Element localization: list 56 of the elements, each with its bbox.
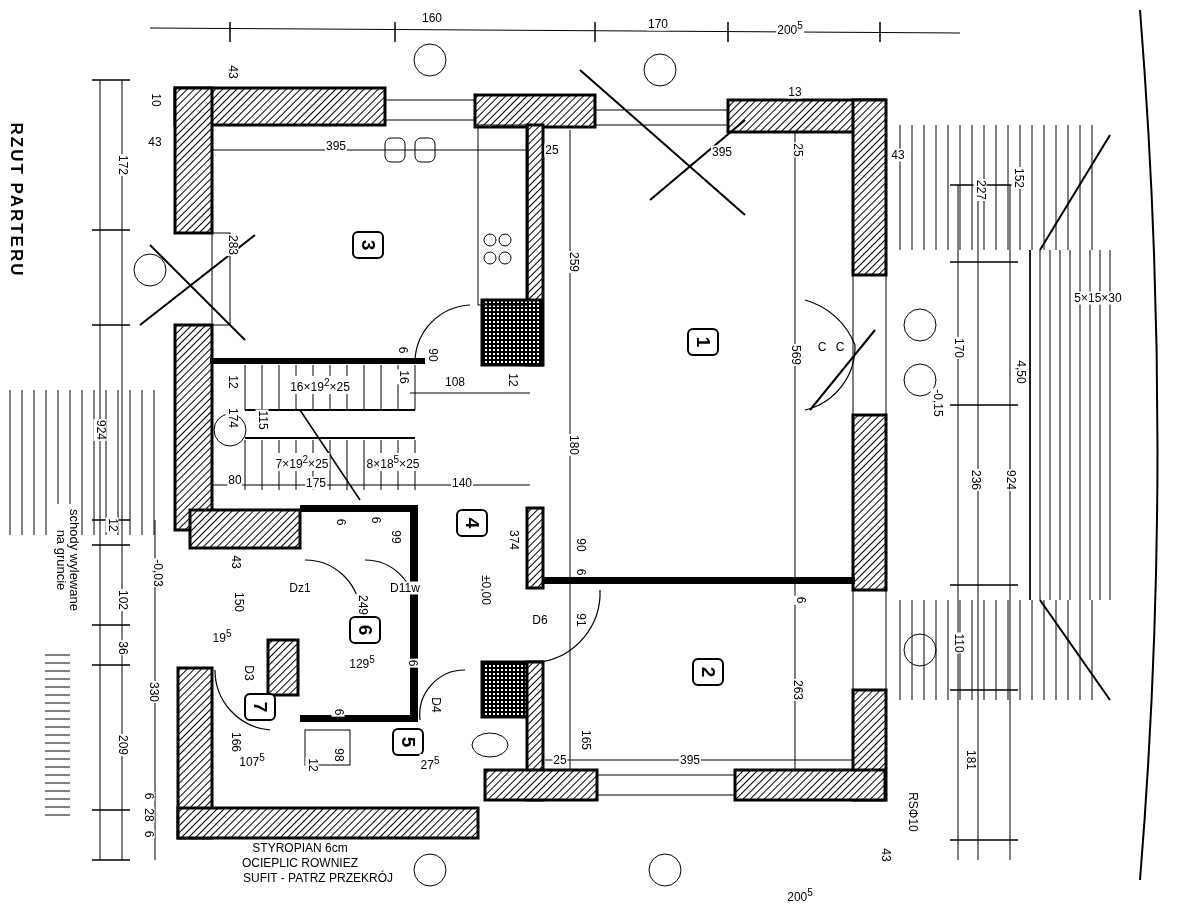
dimension-label: 43	[147, 135, 163, 149]
dimension-label: 174	[225, 407, 239, 429]
dimension-label: 924	[93, 419, 107, 441]
dimension-label: 395	[325, 139, 347, 153]
dimension-label: 6	[331, 707, 345, 717]
dimension-label: 129$^{5}$	[348, 653, 376, 671]
room-number: 4	[456, 509, 488, 537]
dimension-label: 115	[255, 409, 269, 431]
dimension-label: 12	[305, 757, 319, 773]
dimension-label: 259	[566, 251, 580, 273]
dimension-label: 13	[787, 85, 803, 99]
stair-label: 7×19$^{2}$×25	[274, 453, 330, 471]
level-label: -0,15	[930, 388, 944, 418]
note-text: OCIEPLIC ROWNIEZ	[241, 856, 359, 870]
dimension-label: 25	[544, 143, 560, 157]
stair-label: 16×19$^{2}$×25	[289, 376, 351, 394]
note-text: SUFIT - PATRZ PRZEKRÓJ	[242, 871, 394, 885]
door-label: D6	[531, 613, 549, 627]
door-label: D11w	[389, 581, 421, 595]
dimension-label: 108	[444, 375, 466, 389]
note-text: STYROPIAN 6cm	[251, 841, 349, 855]
dimension-label: 80	[227, 473, 243, 487]
dimension-label: 175	[305, 476, 327, 490]
dimension-label: 12	[105, 517, 119, 533]
dimension-label: 4,50	[1013, 359, 1027, 385]
level-label: -0,03	[150, 558, 164, 588]
room-number: 6	[349, 616, 381, 644]
dimension-label: 43	[890, 148, 906, 162]
dimension-label: 395	[711, 145, 733, 159]
room-number: 1	[687, 328, 719, 356]
dimension-label: 227	[973, 179, 987, 201]
dimension-label: 160	[421, 11, 443, 25]
dimension-label: 6	[793, 595, 807, 605]
dimension-label: 283	[225, 234, 239, 256]
dimension-label: 152	[1011, 167, 1025, 189]
dimension-label: 200$^{5}$	[776, 19, 804, 37]
dimension-label: 395	[679, 753, 701, 767]
dimension-label: 19$^{5}$	[211, 627, 233, 645]
room-number: 2	[692, 658, 724, 686]
door-label: C	[834, 340, 846, 354]
door-label: C	[816, 340, 828, 354]
room-number: 7	[244, 693, 276, 721]
dimension-label: 170	[647, 17, 669, 31]
dimension-label: 25	[552, 753, 568, 767]
dimension-label: 27$^{5}$	[419, 754, 441, 772]
dimension-label: 249	[355, 594, 369, 616]
dimension-label: 200$^{5}$	[786, 886, 814, 904]
room-number: 3	[352, 231, 384, 259]
dimension-label: 16	[396, 369, 410, 385]
dimension-label: 140	[451, 476, 473, 490]
stair-label: 8×18$^{5}$×25	[365, 453, 421, 471]
room-number: 5	[392, 728, 424, 756]
dimension-label: 107$^{5}$	[238, 751, 266, 769]
dimension-label: 180	[566, 434, 580, 456]
stair-label: 5×15×30	[1073, 291, 1123, 305]
door-label: Dz1	[288, 581, 312, 595]
